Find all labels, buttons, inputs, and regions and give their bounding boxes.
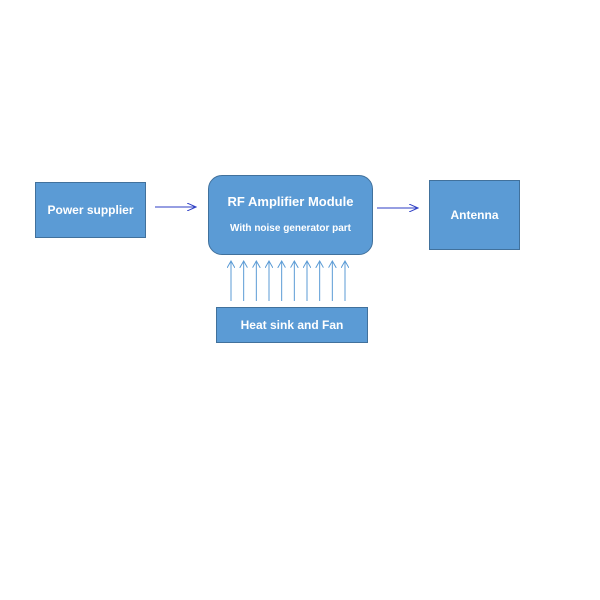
heat-flow-arrows — [231, 261, 345, 301]
antenna-label: Antenna — [450, 208, 499, 222]
heat-sink-fan-block: Heat sink and Fan — [216, 307, 368, 343]
heat-sink-label: Heat sink and Fan — [240, 318, 344, 332]
rf-module-subtitle: With noise generator part — [229, 223, 352, 234]
power-supplier-label: Power supplier — [47, 203, 134, 217]
rf-module-title: RF Amplifier Module — [227, 194, 354, 209]
power-supplier-block: Power supplier — [35, 182, 146, 238]
antenna-block: Antenna — [429, 180, 520, 250]
rf-amplifier-module-block: RF Amplifier Module With noise generator… — [208, 175, 373, 255]
